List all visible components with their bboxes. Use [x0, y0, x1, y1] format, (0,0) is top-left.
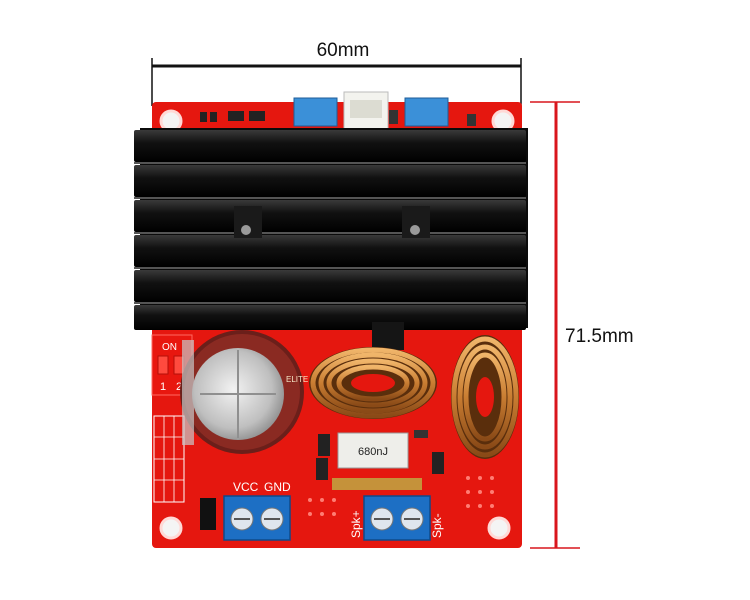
spk-plus-label: Spk+	[349, 510, 363, 538]
height-label: 71.5mm	[565, 326, 634, 347]
speaker-terminal	[363, 495, 431, 541]
switch-1-label: 1	[160, 381, 166, 393]
via-dots	[308, 476, 494, 516]
top-components	[200, 91, 476, 131]
smd-components	[200, 430, 444, 530]
svg-text:ELITE: ELITE	[286, 375, 308, 384]
width-dimension: 60mm	[151, 40, 522, 106]
amplifier-board: ON 1 2 ELITE	[134, 91, 528, 548]
vcc-label: VCC	[233, 480, 259, 494]
heatsink	[134, 128, 528, 330]
toroid-inductor-left	[309, 347, 437, 419]
power-terminal	[223, 495, 291, 541]
width-label: 60mm	[317, 40, 370, 61]
switch-2-label: 2	[176, 381, 182, 393]
height-dimension: 71.5mm	[530, 101, 634, 549]
center-transistor	[372, 322, 404, 350]
inductor-value-label: 680nJ	[358, 446, 388, 458]
gnd-label: GND	[264, 480, 291, 494]
toroid-inductor-right	[451, 335, 519, 459]
electrolytic-capacitor: ELITE	[180, 330, 308, 454]
gain-table-silkscreen	[153, 415, 185, 503]
switch-on-label: ON	[162, 342, 177, 353]
small-inductor: 680nJ	[337, 432, 409, 469]
spk-minus-label: Spk-	[430, 513, 444, 538]
